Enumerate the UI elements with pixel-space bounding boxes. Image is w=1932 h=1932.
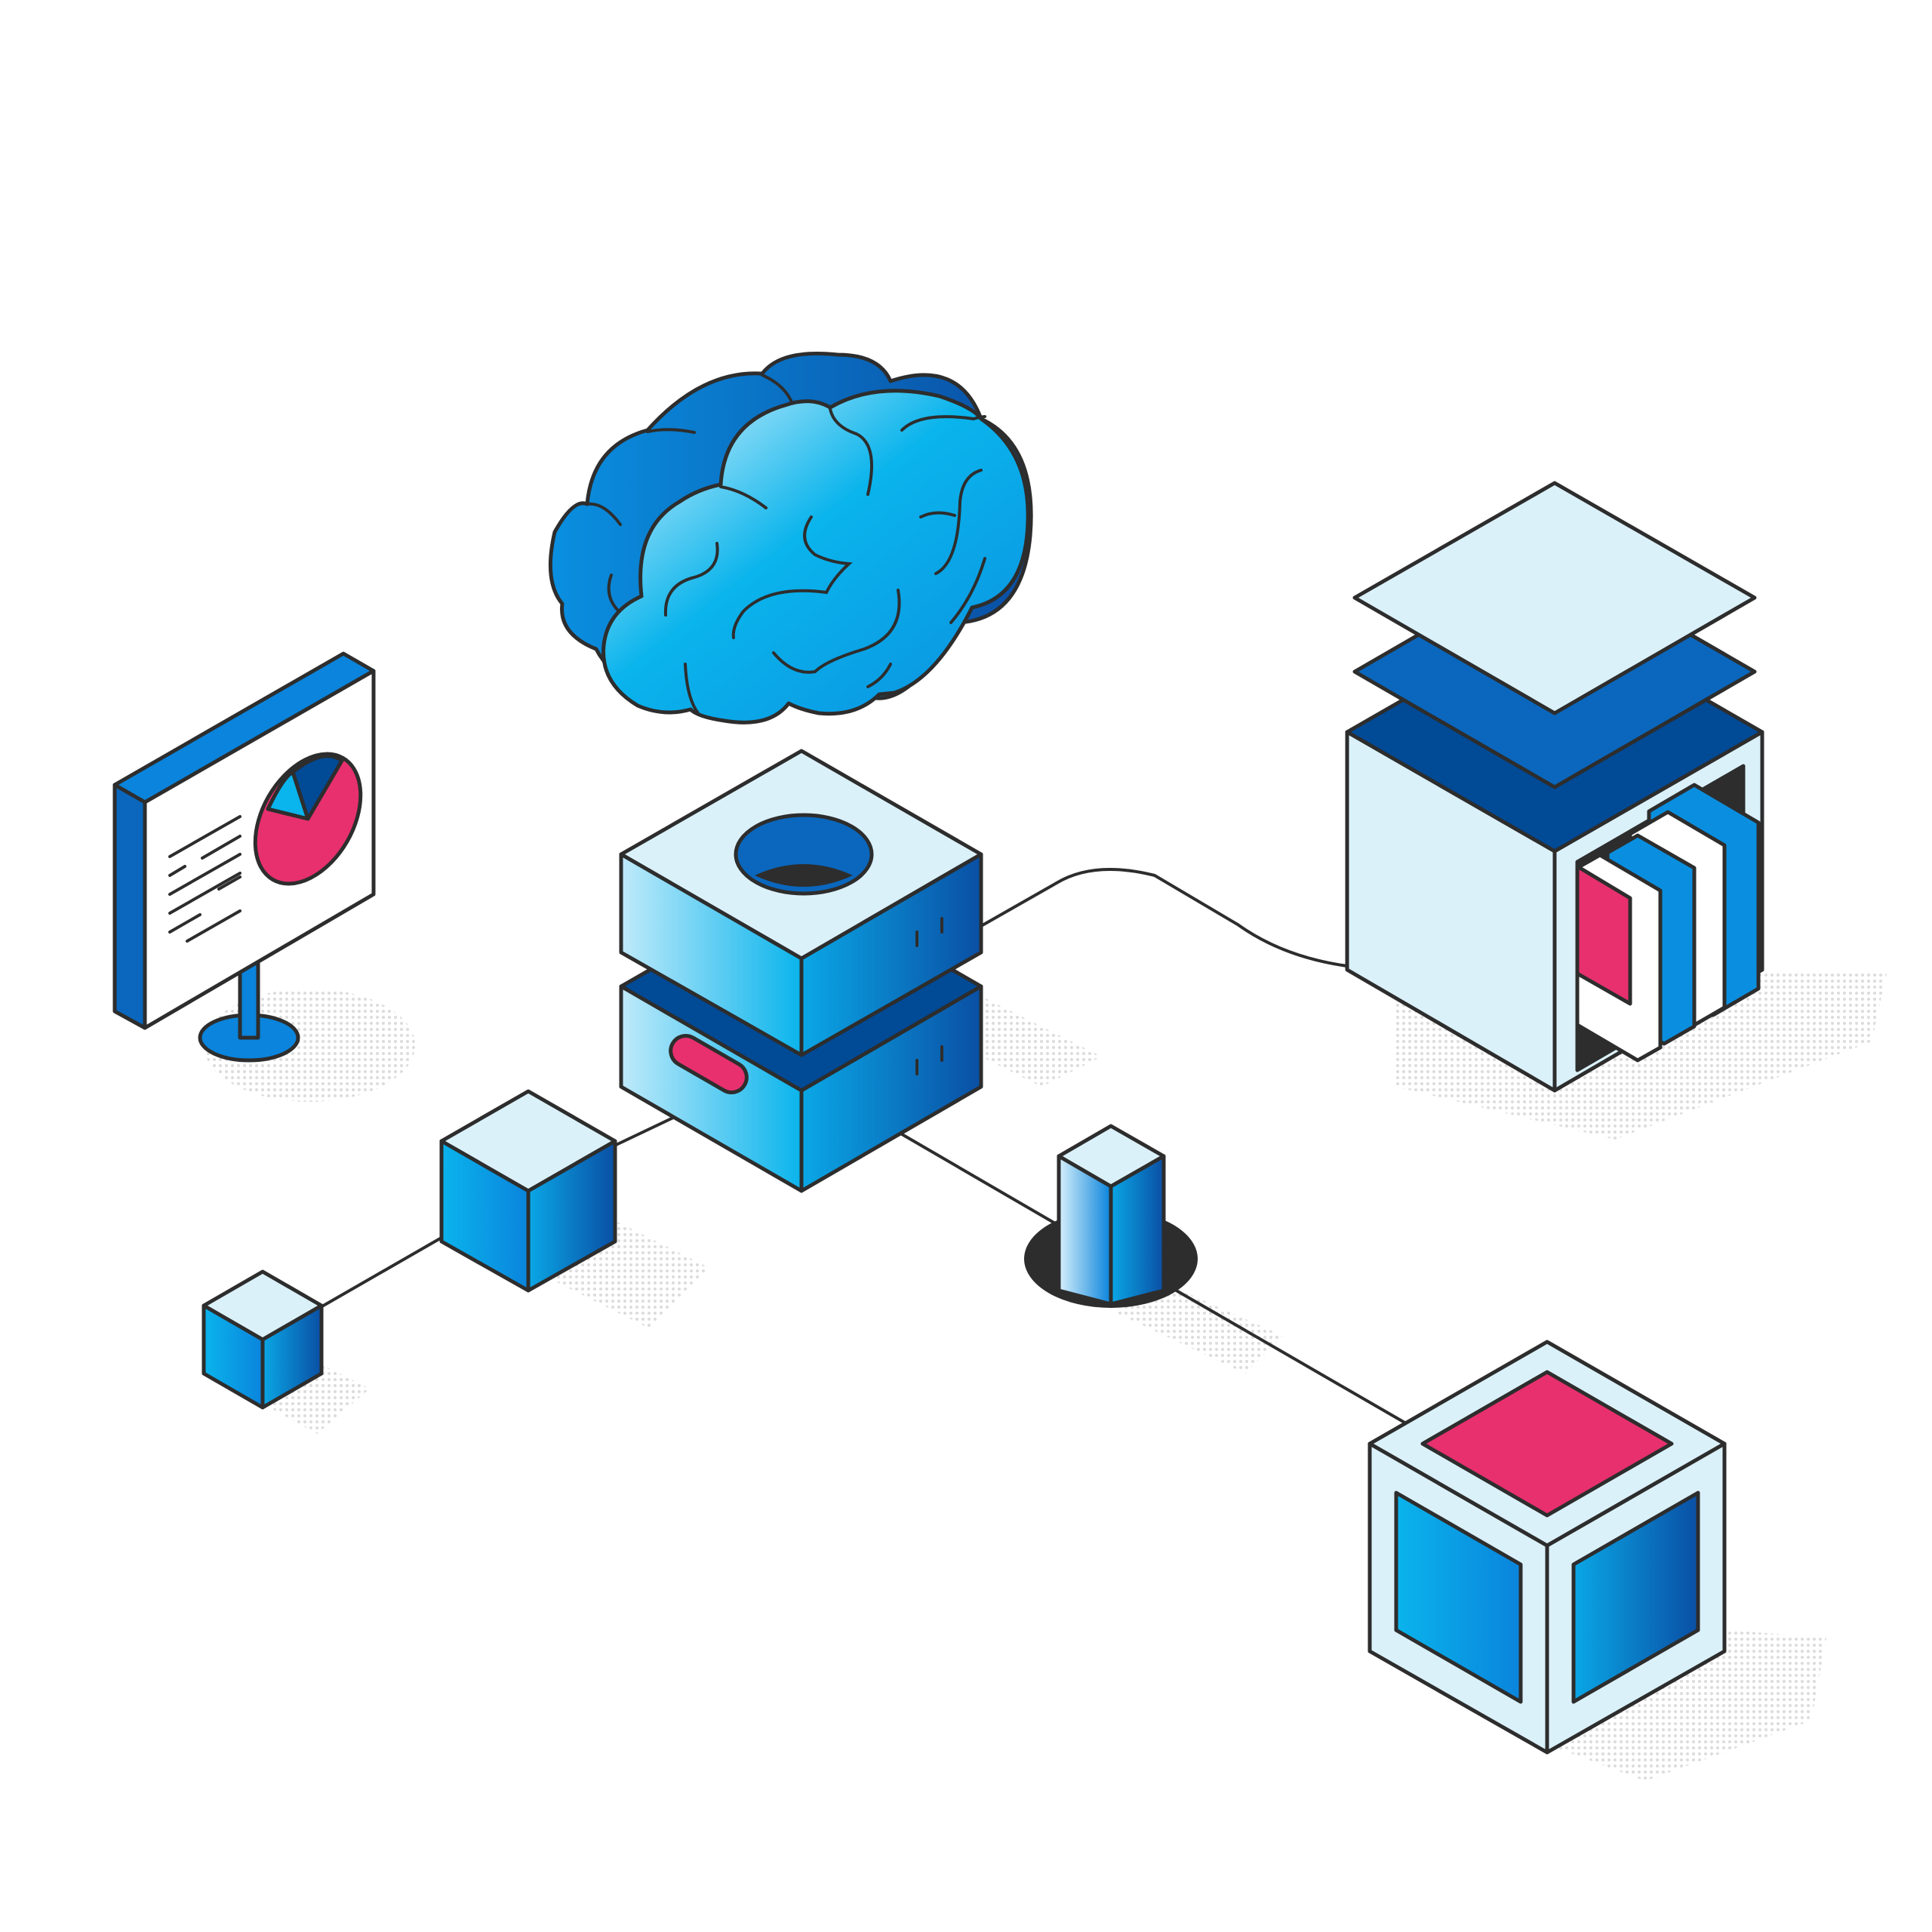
pillar-block (1024, 1124, 1198, 1308)
small-cube (439, 1089, 617, 1293)
cabinet-drawers (1575, 783, 1761, 1063)
brain-icon (548, 351, 1033, 724)
central-server-stack (619, 749, 983, 1193)
small-cube (202, 1269, 324, 1410)
brain-folds (663, 408, 986, 715)
presentation-board (112, 651, 376, 1063)
pie-chart (253, 752, 363, 886)
server-unit-upper (619, 749, 983, 1057)
board-text-lines (168, 815, 242, 943)
frame-cube (1367, 1340, 1727, 1755)
storage-cabinet (1345, 481, 1764, 1093)
connection-lines (319, 868, 1413, 1428)
